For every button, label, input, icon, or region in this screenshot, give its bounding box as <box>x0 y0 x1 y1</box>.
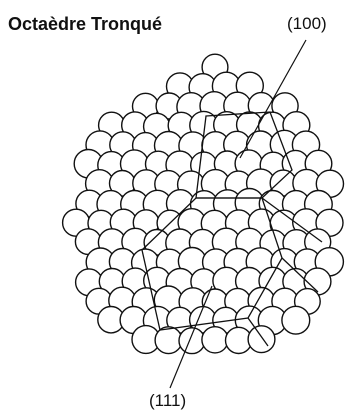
atom-sphere <box>155 327 182 354</box>
atom-sphere <box>282 306 310 334</box>
atom-sphere <box>179 328 205 354</box>
atom-sphere <box>248 326 275 353</box>
atom-sphere <box>202 327 228 353</box>
